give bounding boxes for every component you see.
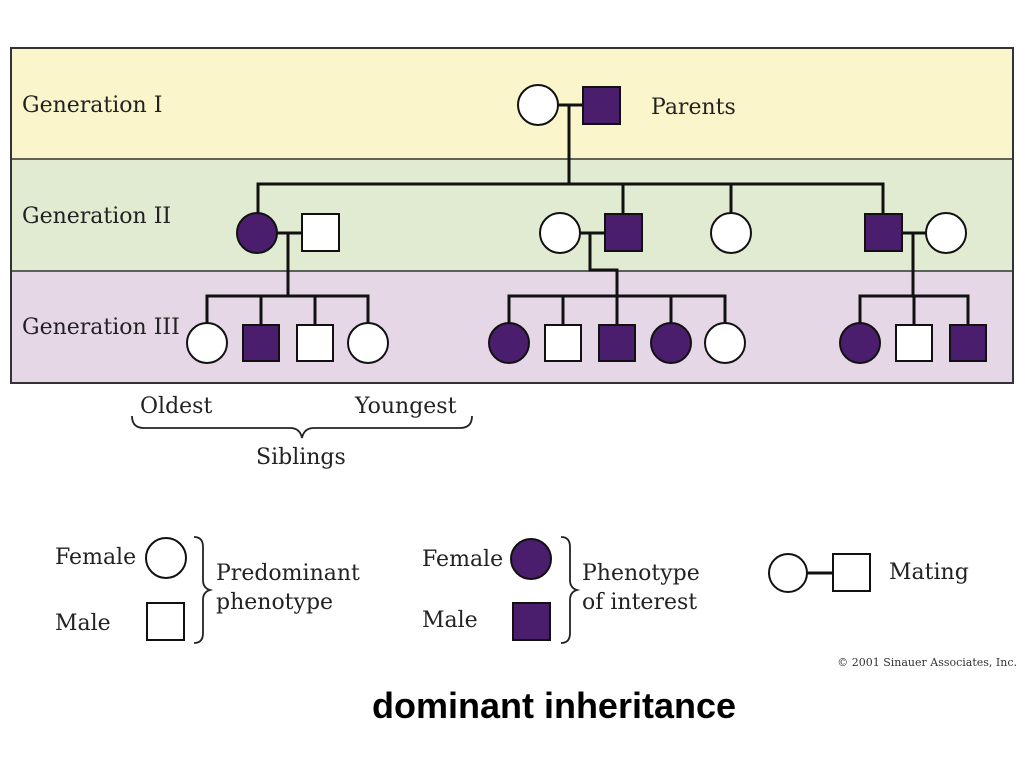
female-affected-symbol: [236, 212, 278, 254]
male-affected-symbol: [949, 324, 987, 362]
generation-1-label: Generation I: [22, 93, 162, 118]
female-unaffected-symbol: [704, 322, 746, 364]
female-unaffected-symbol: [539, 212, 581, 254]
pedigree-lines: [205, 103, 970, 326]
female-affected-symbol: [839, 322, 881, 364]
male-unaffected-symbol: [544, 324, 582, 362]
male-unaffected-symbol: [895, 324, 933, 362]
generation-band-2: [11, 159, 1013, 271]
female-unaffected-symbol: [710, 212, 752, 254]
generation-3-label: Generation III: [22, 315, 180, 340]
legend-interest-line2: of interest: [582, 590, 697, 615]
legend-predominant-line2: phenotype: [216, 590, 333, 615]
female-unaffected-symbol: [186, 322, 228, 364]
male-unaffected-symbol: [296, 324, 334, 362]
male-affected-symbol: [242, 324, 280, 362]
legend-mating-female-symbol: [768, 553, 808, 593]
legend-male-affected-symbol: [512, 602, 551, 641]
oldest-label: Oldest: [140, 394, 212, 419]
male-affected-symbol: [864, 213, 903, 252]
legend-mating-male-symbol: [832, 553, 871, 592]
female-affected-symbol: [488, 322, 530, 364]
youngest-label: Youngest: [354, 394, 457, 419]
female-unaffected-symbol: [925, 212, 967, 254]
pedigree-frame: [10, 47, 1014, 384]
slide-title: dominant inheritance: [372, 685, 736, 726]
legend-female-unaffected-symbol: [145, 537, 187, 579]
legend-female-affected-symbol: [510, 538, 552, 580]
female-unaffected-symbol: [347, 322, 389, 364]
legend-male-unaffected-symbol: [146, 602, 185, 641]
legend-male-affected-label: Male: [422, 608, 478, 633]
male-unaffected-symbol: [301, 213, 340, 252]
copyright-notice: © 2001 Sinauer Associates, Inc.: [837, 656, 1017, 669]
generation-band-1: [11, 48, 1013, 159]
female-unaffected-symbol: [517, 84, 559, 126]
parents-label: Parents: [651, 95, 736, 120]
male-affected-symbol: [598, 324, 636, 362]
legend-interest-line1: Phenotype: [582, 561, 700, 586]
generation-2-label: Generation II: [22, 204, 171, 229]
legend-mating-label: Mating: [889, 560, 969, 585]
legend-male-label: Male: [55, 611, 111, 636]
legend-female-label: Female: [55, 545, 136, 570]
legend-female-affected-label: Female: [422, 547, 503, 572]
legend-predominant-brace: [193, 536, 214, 644]
siblings-label: Siblings: [256, 445, 346, 470]
male-affected-symbol: [604, 213, 643, 252]
male-affected-symbol: [582, 86, 621, 125]
siblings-brace: [131, 415, 473, 439]
legend-predominant-line1: Predominant: [216, 561, 360, 586]
female-affected-symbol: [650, 322, 692, 364]
legend-interest-brace: [560, 536, 581, 644]
